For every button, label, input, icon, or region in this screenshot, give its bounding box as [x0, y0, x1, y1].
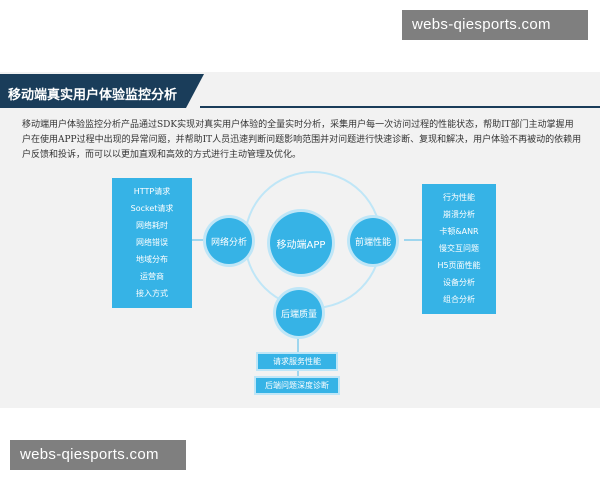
- list-item: 组合分析: [443, 295, 475, 304]
- backend-quality-circle: 后端质量: [276, 290, 322, 336]
- list-item: HTTP请求: [133, 187, 171, 196]
- list-item: 设备分析: [443, 278, 475, 287]
- slide: 移动端真实用户体验监控分析 移动端用户体验监控分析产品通过SDK实现对真实用户体…: [0, 72, 600, 408]
- list-item: 网络错误: [136, 238, 168, 247]
- list-item: 行为性能: [443, 193, 475, 202]
- title-underline: [200, 106, 600, 108]
- intro-paragraph: 移动端用户体验监控分析产品通过SDK实现对真实用户体验的全量实时分析，采集用户每…: [22, 120, 582, 160]
- list-item: 卡顿&ANR: [439, 227, 479, 236]
- list-item: 慢交互问题: [439, 244, 479, 253]
- frontend-performance-circle: 前端性能: [350, 218, 396, 264]
- list-item: 崩溃分析: [443, 210, 475, 219]
- title-bar: 移动端真实用户体验监控分析: [0, 74, 186, 108]
- watermark-bottom: webs-qiesports.com: [10, 440, 186, 470]
- frontend-metrics-panel: 行为性能 崩溃分析 卡顿&ANR 慢交互问题 H5页面性能 设备分析 组合分析: [422, 184, 496, 314]
- title-bar-tail: [186, 74, 204, 108]
- list-item: 地域分布: [136, 255, 168, 264]
- network-analysis-circle: 网络分析: [206, 218, 252, 264]
- list-item: Socket请求: [130, 204, 174, 213]
- backend-tag: 后端问题深度诊断: [256, 378, 338, 393]
- backend-tag: 请求服务性能: [258, 354, 336, 369]
- watermark-top: webs-qiesports.com: [402, 10, 588, 40]
- slide-title: 移动端真实用户体验监控分析: [8, 88, 178, 103]
- list-item: 接入方式: [136, 289, 168, 298]
- center-circle: 移动端APP: [270, 212, 332, 274]
- list-item: 运营商: [140, 272, 164, 281]
- network-metrics-panel: HTTP请求 Socket请求 网络耗时 网络错误 地域分布 运营商 接入方式: [112, 178, 192, 308]
- list-item: 网络耗时: [136, 221, 168, 230]
- list-item: H5页面性能: [437, 261, 481, 270]
